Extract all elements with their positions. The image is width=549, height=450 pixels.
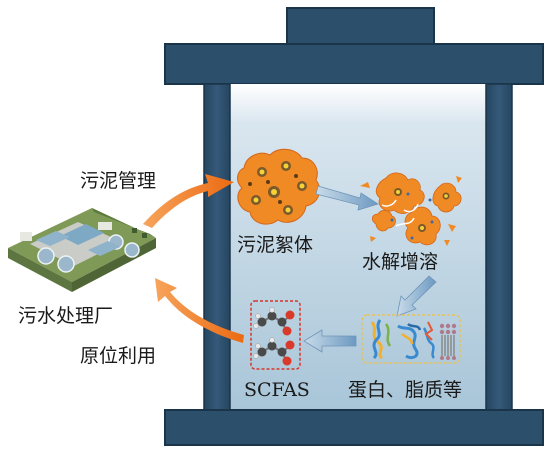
hydrolysis-label: 水解增溶	[362, 251, 438, 273]
reactor-bottom-plate	[164, 409, 544, 446]
reactor-left-wall	[203, 83, 231, 413]
sludge-floc-label: 污泥絮体	[237, 234, 313, 256]
sludge-floc-icon	[237, 148, 321, 225]
in-situ-use-label: 原位利用	[80, 345, 156, 367]
reactor-right-wall	[485, 83, 513, 413]
hydrolysis-to-products-arrow	[396, 275, 437, 317]
wwtp-label: 污水处理厂	[18, 305, 113, 327]
proteins-lipids-icon	[361, 314, 461, 364]
hydrolysis-icon	[360, 172, 462, 246]
sludge-management-arrow	[143, 174, 234, 228]
reactor-cap	[286, 7, 435, 47]
proteins-lipids-label: 蛋白、脂质等	[348, 379, 462, 401]
sludge-management-label: 污泥管理	[80, 170, 156, 192]
floc-to-hydrolysis-arrow	[315, 185, 379, 211]
reactor-top-plate	[164, 43, 544, 85]
products-to-scfas-arrow	[303, 329, 357, 353]
scfas-label: SCFAS	[244, 379, 310, 401]
wwtp-illustration	[8, 208, 156, 292]
in-situ-use-arrow	[155, 278, 244, 343]
scfas-molecules-icon	[250, 300, 301, 370]
reactor	[164, 7, 544, 446]
